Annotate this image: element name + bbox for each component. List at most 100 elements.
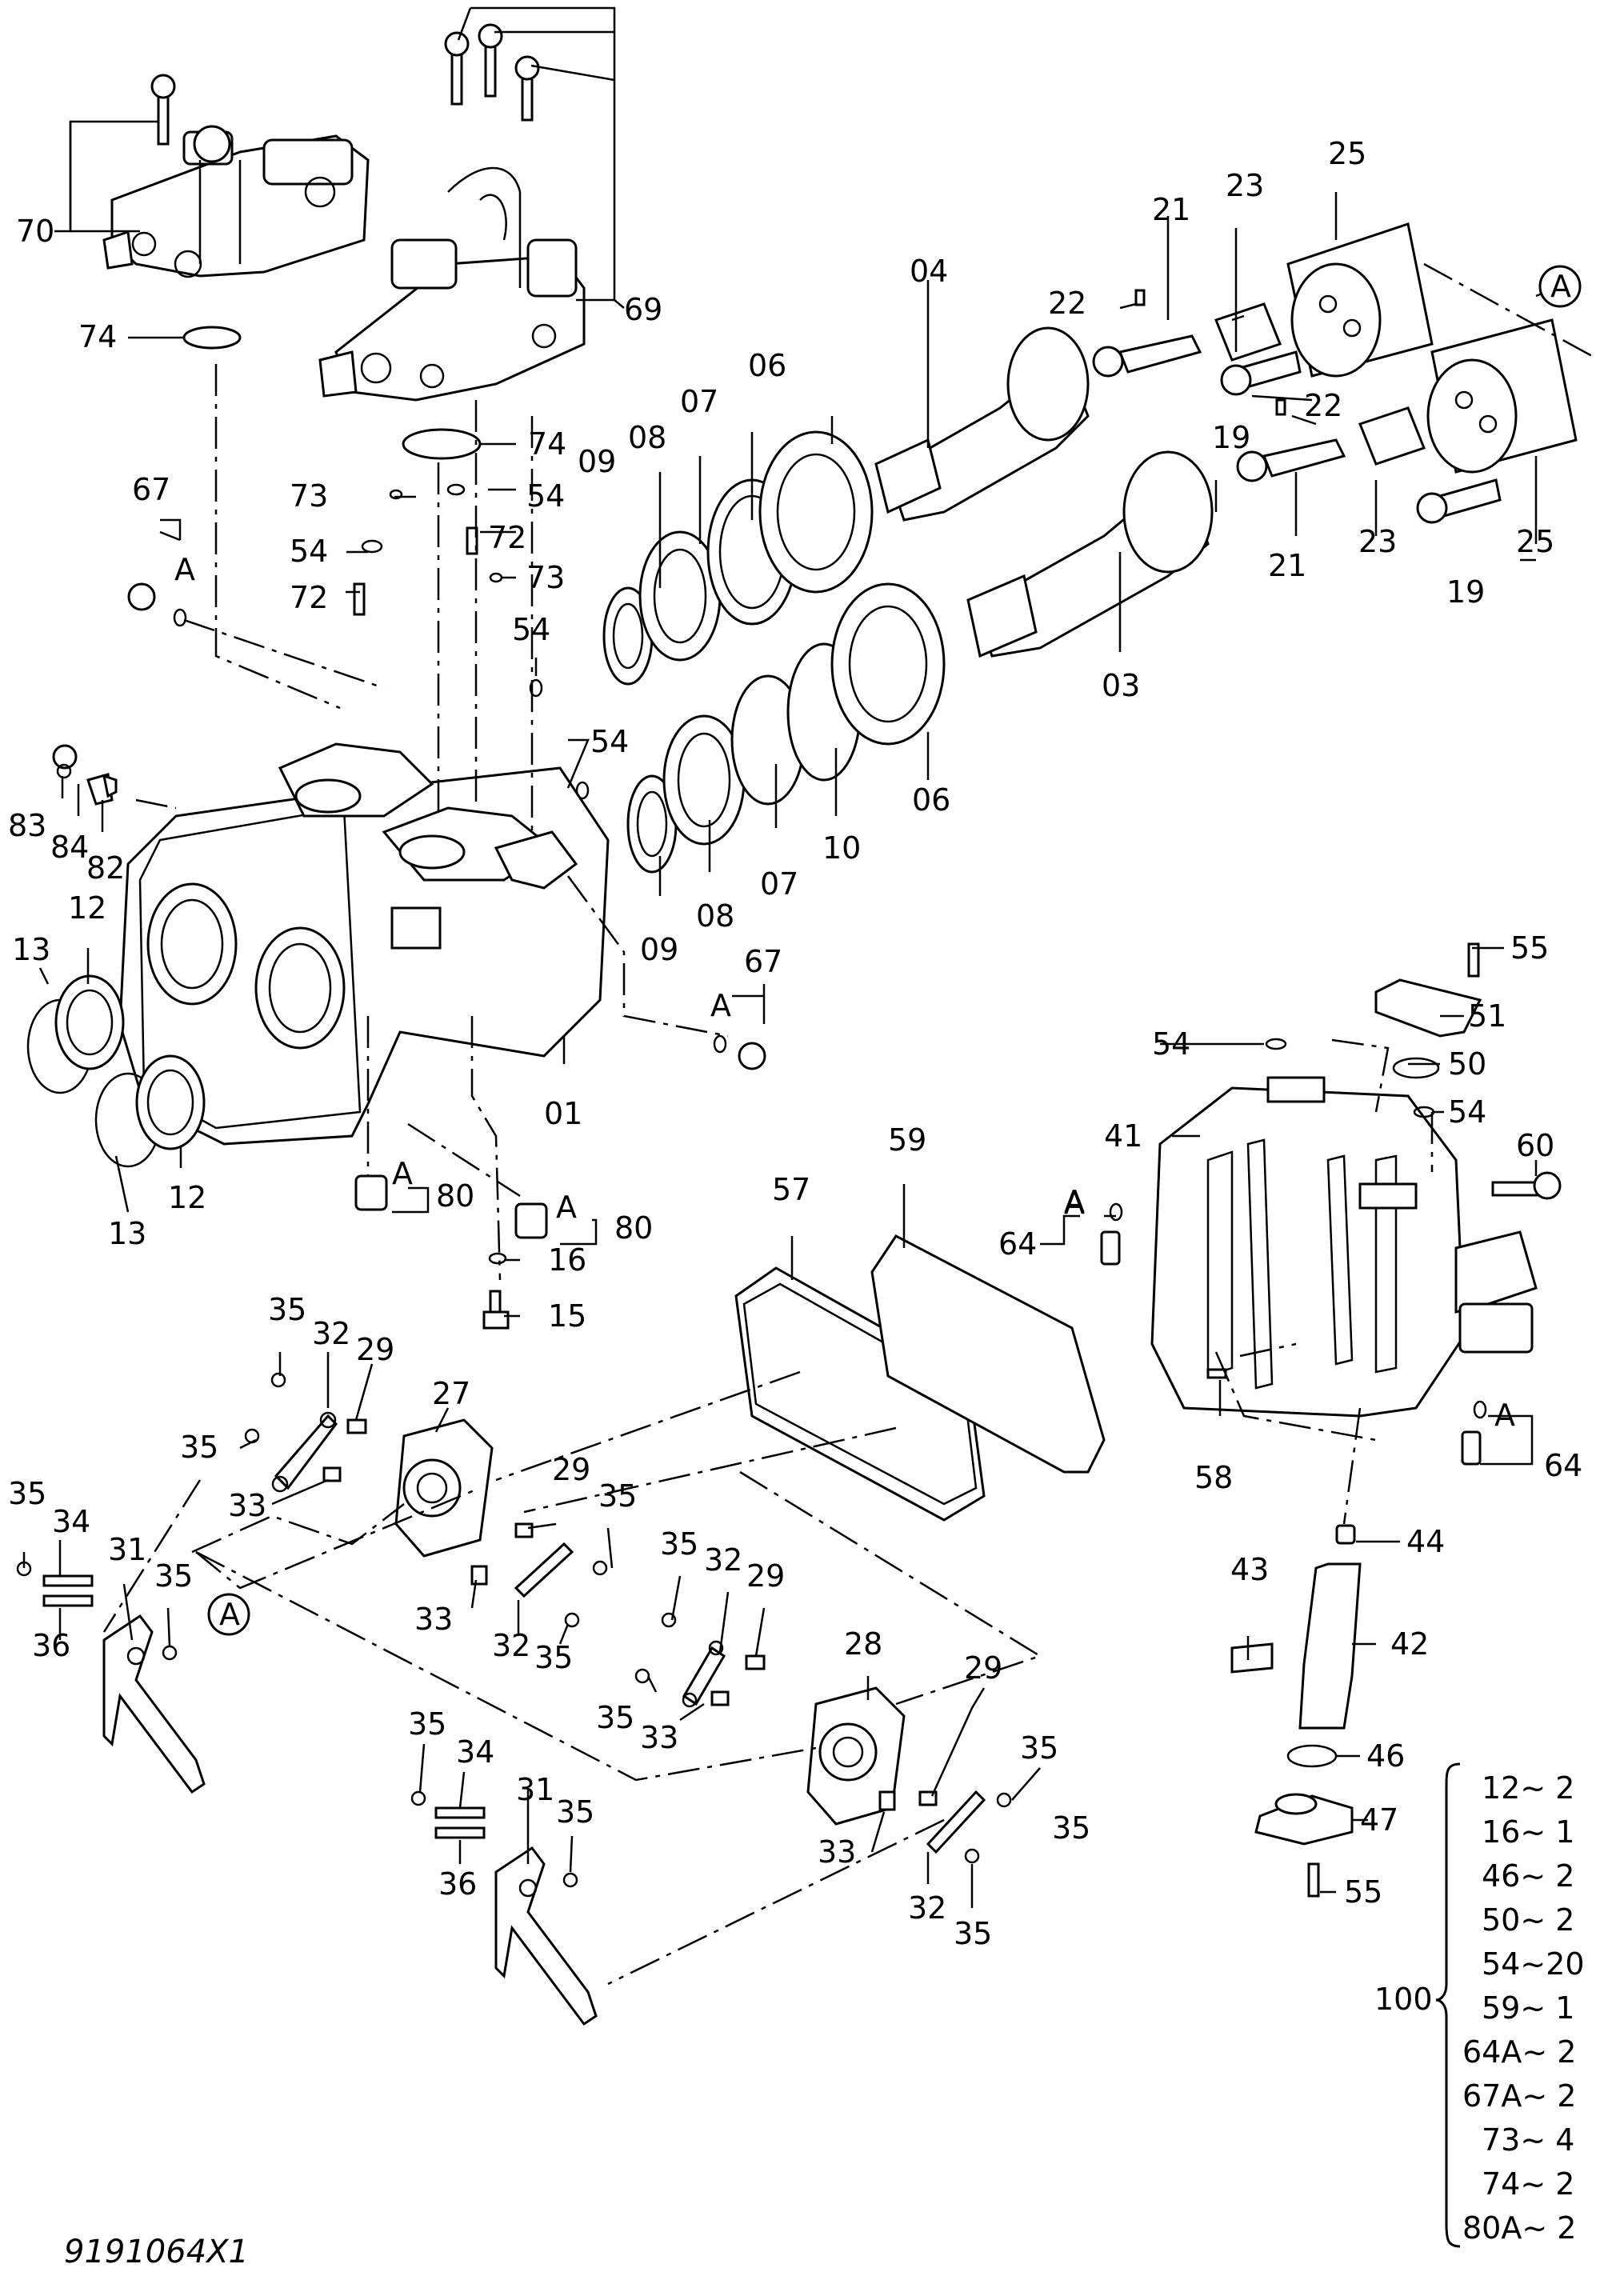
label-part-44: 44 bbox=[1406, 1524, 1445, 1559]
drive-shaft-part-04 bbox=[874, 326, 1090, 522]
callout-dash-a-1 bbox=[1423, 262, 1593, 358]
label-part-84: 84 bbox=[50, 830, 89, 865]
label-sub-a-1: A bbox=[174, 552, 195, 587]
kit-item: 67A~ 2 bbox=[1462, 2078, 1576, 2114]
label-part-54-b: 54 bbox=[290, 534, 328, 569]
label-part-10: 10 bbox=[822, 830, 861, 866]
label-part-22-lower: 22 bbox=[1304, 388, 1342, 423]
bolt-part-55-upper bbox=[1467, 942, 1480, 978]
assembly-centerlines bbox=[102, 364, 1434, 1986]
shaft-bearing-set-lower bbox=[626, 582, 946, 874]
label-part-29-d: 29 bbox=[964, 1650, 1002, 1686]
label-part-29-c: 29 bbox=[746, 1558, 785, 1594]
label-part-54-c: 54 bbox=[512, 612, 550, 647]
label-part-32-a: 32 bbox=[312, 1316, 350, 1351]
label-part-29-b: 29 bbox=[552, 1452, 590, 1487]
label-part-50: 50 bbox=[1448, 1046, 1486, 1082]
kit-item: 64A~ 2 bbox=[1462, 2034, 1576, 2070]
casing-small-parts bbox=[52, 483, 766, 1070]
label-part-23-lower: 23 bbox=[1358, 524, 1397, 559]
label-part-57: 57 bbox=[772, 1172, 810, 1207]
label-part-46: 46 bbox=[1366, 1738, 1405, 1774]
drawing-code: 9191064X1 bbox=[64, 2234, 249, 2270]
label-part-07-upper: 07 bbox=[680, 384, 718, 419]
part-number-labels: 70 69 74 74 67 73 54 72 54 73 72 A 54 54… bbox=[8, 136, 1582, 1951]
kit-number: 100 bbox=[1374, 1982, 1433, 2017]
kit-brace bbox=[1435, 1762, 1461, 2248]
label-part-70: 70 bbox=[16, 214, 54, 249]
label-part-04: 04 bbox=[910, 254, 948, 289]
gasket-part-59 bbox=[870, 1234, 1106, 1474]
label-part-58: 58 bbox=[1194, 1460, 1233, 1495]
callout-circle-a-right bbox=[1538, 265, 1582, 308]
label-part-42: 42 bbox=[1390, 1626, 1429, 1662]
regulator-part-70 bbox=[102, 74, 370, 278]
label-part-55-upper: 55 bbox=[1510, 930, 1549, 966]
label-part-25-upper: 25 bbox=[1328, 136, 1366, 171]
kit-item: 12~ 2 bbox=[1482, 1770, 1574, 1806]
label-part-34-a: 34 bbox=[52, 1504, 90, 1539]
regulator-part-69 bbox=[318, 23, 586, 402]
label-part-80-a: 80 bbox=[436, 1178, 474, 1214]
label-part-67-upper: 67 bbox=[132, 472, 170, 507]
label-sub-a-5: A bbox=[1064, 1186, 1085, 1221]
shaft-bearing-set-upper bbox=[602, 430, 874, 686]
label-part-35-g: 35 bbox=[660, 1526, 698, 1562]
servo-lever-set-upper bbox=[244, 1372, 608, 1628]
pump-casing-part-01 bbox=[118, 742, 610, 1146]
label-sub-a-6: A bbox=[1494, 1398, 1515, 1433]
piston-cylinder-set bbox=[1092, 222, 1578, 524]
label-part-09-lower: 09 bbox=[640, 932, 678, 967]
label-part-36-a: 36 bbox=[32, 1628, 70, 1663]
label-part-35-a: 35 bbox=[268, 1292, 306, 1327]
repair-kit-list: 100 12~ 2 16~ 1 46~ 2 50~ 2 54~20 59~ 1 … bbox=[1374, 1770, 1585, 2246]
label-part-31-b: 31 bbox=[516, 1772, 554, 1807]
label-part-03: 03 bbox=[1102, 668, 1140, 703]
label-part-83: 83 bbox=[8, 808, 46, 843]
label-part-41: 41 bbox=[1104, 1118, 1142, 1154]
label-part-12-lower: 12 bbox=[168, 1180, 206, 1215]
label-part-09-upper: 09 bbox=[578, 444, 616, 479]
label-part-15: 15 bbox=[548, 1298, 586, 1334]
label-part-35-e: 35 bbox=[154, 1558, 193, 1594]
label-part-27: 27 bbox=[432, 1376, 470, 1411]
label-part-47: 47 bbox=[1360, 1802, 1398, 1838]
label-part-60: 60 bbox=[1516, 1128, 1554, 1163]
label-part-80-b: 80 bbox=[614, 1210, 653, 1246]
label-part-31-a: 31 bbox=[108, 1532, 146, 1567]
label-part-82: 82 bbox=[86, 850, 125, 886]
label-part-72-a: 72 bbox=[488, 520, 526, 555]
label-part-06-upper: 06 bbox=[748, 348, 786, 383]
label-part-35-c: 35 bbox=[598, 1478, 637, 1514]
label-part-64-b: 64 bbox=[1544, 1448, 1582, 1483]
label-part-21-upper: 21 bbox=[1152, 192, 1190, 227]
label-part-69: 69 bbox=[624, 292, 662, 327]
label-part-54-d: 54 bbox=[590, 724, 629, 759]
label-part-72-b: 72 bbox=[290, 580, 328, 615]
label-part-73-b: 73 bbox=[526, 560, 565, 595]
label-part-28: 28 bbox=[844, 1626, 882, 1662]
label-part-32-c: 32 bbox=[704, 1542, 742, 1578]
label-part-33-c: 33 bbox=[640, 1720, 678, 1755]
cover-part-51 bbox=[1374, 978, 1482, 1038]
kit-item: 73~ 4 bbox=[1482, 2122, 1574, 2158]
label-part-29-a: 29 bbox=[356, 1332, 394, 1367]
label-part-55-lower: 55 bbox=[1344, 1874, 1382, 1910]
label-part-35-j: 35 bbox=[408, 1706, 446, 1742]
label-part-35-d: 35 bbox=[8, 1476, 46, 1511]
o-ring-74-lower bbox=[402, 428, 482, 460]
label-part-59: 59 bbox=[888, 1122, 926, 1158]
callout-circle-a-left bbox=[207, 1593, 250, 1636]
label-part-36-b: 36 bbox=[438, 1866, 477, 1902]
label-sub-a-4: A bbox=[556, 1190, 577, 1225]
label-part-35-l: 35 bbox=[954, 1916, 992, 1951]
servo-arm-set-center bbox=[410, 1790, 598, 2026]
label-part-01: 01 bbox=[544, 1096, 582, 1131]
label-part-35-m: 35 bbox=[1052, 1810, 1090, 1846]
label-part-12-upper: 12 bbox=[68, 890, 106, 926]
kit-item: 54~20 bbox=[1482, 1946, 1585, 1982]
plugs-80-15-16 bbox=[354, 1174, 548, 1330]
label-part-19-lower: 19 bbox=[1446, 574, 1485, 610]
servo-lever-set-lower bbox=[634, 1612, 1012, 1864]
label-sub-a-3: A bbox=[392, 1156, 413, 1191]
